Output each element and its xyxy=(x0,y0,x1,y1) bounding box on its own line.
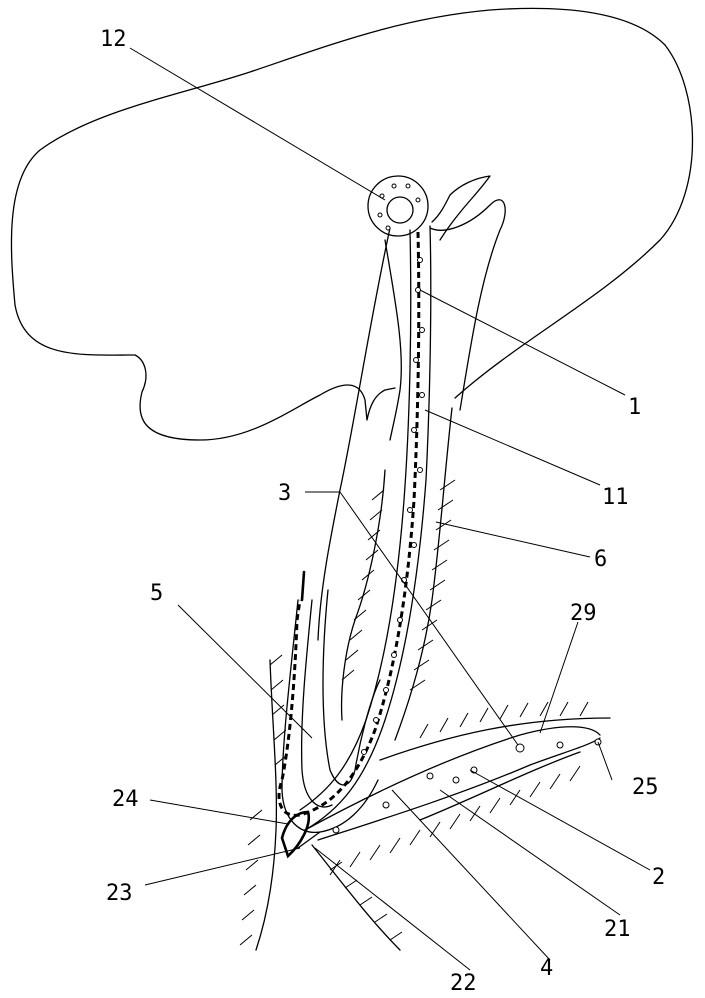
lower-duct-bottom xyxy=(317,737,601,841)
ring-hole xyxy=(385,225,391,231)
inner-channel xyxy=(322,589,381,786)
lower-diagonal-wall xyxy=(311,844,401,951)
label-21: 21 xyxy=(604,917,631,942)
ring-hole xyxy=(415,197,421,203)
organ-inner-lobe xyxy=(384,239,402,441)
label-11: 11 xyxy=(602,485,629,510)
hatching-lower-bottom xyxy=(329,765,581,876)
label-4: 4 xyxy=(540,956,553,981)
duct-wall-left xyxy=(317,227,391,641)
label-23: 23 xyxy=(106,881,133,906)
ring-inner xyxy=(386,196,414,224)
label-1: 1 xyxy=(628,395,641,420)
catheter-tube-right xyxy=(304,225,432,831)
guide-wire xyxy=(277,231,421,817)
label-12: 12 xyxy=(100,27,127,52)
hatching-left xyxy=(341,489,385,681)
hatching-diagonal xyxy=(329,861,403,941)
duct-wall-right xyxy=(394,407,453,741)
organ-outline xyxy=(10,7,694,441)
ring-outer xyxy=(367,175,429,237)
ring-hole xyxy=(391,183,397,189)
label-22: 22 xyxy=(450,971,477,996)
lower-duct-outer-top xyxy=(379,717,611,761)
loop-tip-wire xyxy=(300,570,306,602)
tip-edge xyxy=(297,831,321,849)
label-5: 5 xyxy=(150,581,163,606)
ring-hole xyxy=(405,183,411,189)
catheter-holes xyxy=(361,257,425,755)
loop-inner xyxy=(300,599,333,808)
hatching-outer-left xyxy=(239,654,288,946)
upper-neck-left xyxy=(429,199,506,411)
lower-duct-top xyxy=(304,726,601,831)
label-6: 6 xyxy=(594,547,607,572)
outer-wall-left xyxy=(255,659,278,951)
label-2: 2 xyxy=(652,865,665,890)
label-29: 29 xyxy=(570,601,597,626)
upper-neck-right xyxy=(431,175,491,241)
leader-lines xyxy=(129,47,651,971)
hatching-right xyxy=(409,479,456,691)
channel-outer-left xyxy=(340,469,386,721)
label-3: 3 xyxy=(278,481,291,506)
ring-hole xyxy=(377,212,383,218)
label-25: 25 xyxy=(632,775,659,800)
label-24: 24 xyxy=(112,787,139,812)
lower-duct-inner xyxy=(419,751,581,821)
hatching-lower-right xyxy=(419,701,589,739)
catheter-tube-left xyxy=(299,229,412,811)
loop-outer xyxy=(281,599,379,833)
lower-duct-holes xyxy=(332,738,602,834)
